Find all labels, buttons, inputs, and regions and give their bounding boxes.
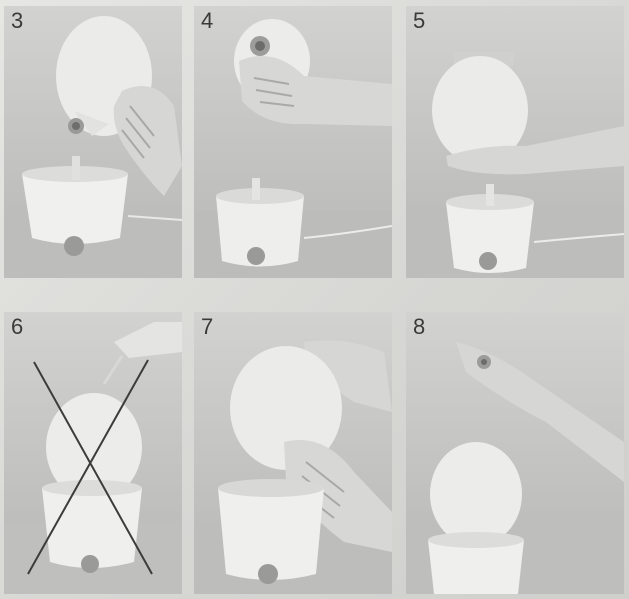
step-number: 8 bbox=[413, 316, 425, 338]
step-number: 7 bbox=[201, 316, 213, 338]
step-7-panel: 7 bbox=[194, 312, 392, 594]
step-7-illustration bbox=[194, 312, 392, 594]
step-8-panel: 8 bbox=[406, 312, 624, 594]
step-8-illustration bbox=[406, 312, 624, 594]
step-5-illustration bbox=[406, 6, 624, 278]
step-4-panel: 4 bbox=[194, 6, 392, 278]
step-6-illustration bbox=[4, 312, 182, 594]
step-6-panel: 6 bbox=[4, 312, 182, 594]
step-5-panel: 5 bbox=[406, 6, 624, 278]
step-number: 4 bbox=[201, 10, 213, 32]
step-4-illustration bbox=[194, 6, 392, 278]
step-number: 6 bbox=[11, 316, 23, 338]
step-number: 3 bbox=[11, 10, 23, 32]
step-3-illustration bbox=[4, 6, 182, 278]
step-3-panel: 3 bbox=[4, 6, 182, 278]
step-number: 5 bbox=[413, 10, 425, 32]
